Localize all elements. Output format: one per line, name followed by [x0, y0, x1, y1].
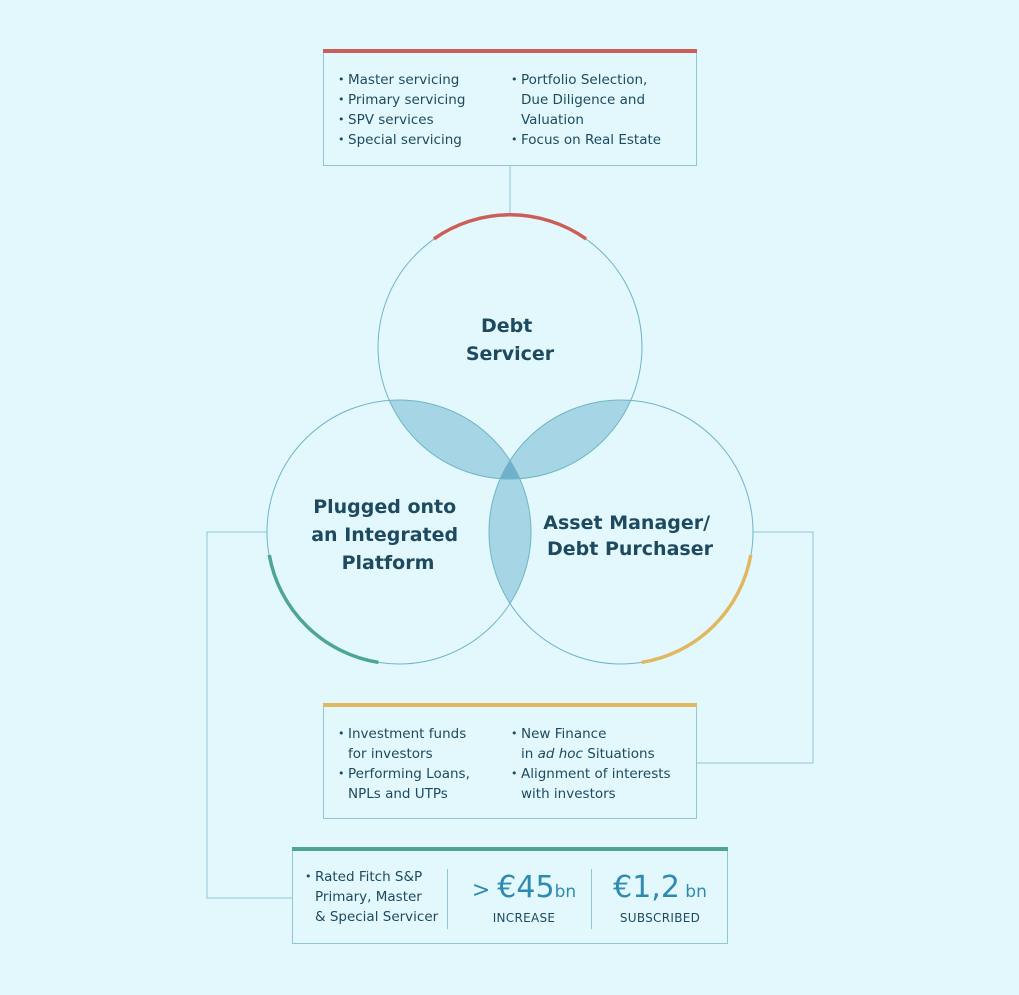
- list-servicing: Master servicing Primary servicing SPV s…: [338, 70, 465, 150]
- connector-lines: [206, 165, 814, 899]
- stat-caption: SUBSCRIBED: [619, 911, 701, 925]
- box-debt-servicer: Master servicing Primary servicing SPV s…: [323, 49, 697, 166]
- list-item: Special servicing: [338, 130, 465, 150]
- divider: [447, 869, 448, 929]
- title-asset-manager: Asset Manager/ Debt Purchaser: [543, 512, 716, 560]
- list-item: Master servicing: [338, 70, 465, 90]
- list-item: New Finance in ad hoc Situations: [511, 724, 671, 764]
- connector-right: [697, 531, 814, 764]
- accent-arc-green: [267, 554, 379, 665]
- stat-caption: INCREASE: [492, 911, 556, 925]
- list-finance: New Finance in ad hoc Situations Alignme…: [511, 724, 671, 804]
- list-item: Rated Fitch S&P Primary, Master & Specia…: [305, 867, 438, 927]
- list-item: SPV services: [338, 110, 465, 130]
- stat-value: €1,2: [613, 870, 680, 905]
- list-item: Performing Loans, NPLs and UTPs: [338, 764, 470, 804]
- list-item: Portfolio Selection, Due Diligence and V…: [511, 70, 661, 130]
- box-integrated-platform: Rated Fitch S&P Primary, Master & Specia…: [292, 847, 728, 944]
- circle-asset-manager: [488, 399, 754, 665]
- accent-arc-yellow: [641, 554, 753, 665]
- divider: [591, 869, 592, 929]
- overlaps: [378, 400, 642, 664]
- stat-subscribed: €1,2 bn SUBSCRIBED: [593, 870, 727, 926]
- accent-arc-red: [432, 213, 588, 241]
- box-accent-bar-green: [292, 847, 728, 851]
- title-debt-servicer: Debt Servicer: [466, 315, 555, 365]
- title-integrated-platform: Plugged onto an Integrated Platform: [311, 496, 465, 574]
- list-portfolio: Portfolio Selection, Due Diligence and V…: [511, 70, 661, 150]
- box-accent-bar-yellow: [323, 703, 697, 707]
- stat-increase: > €45bn INCREASE: [455, 870, 593, 926]
- list-item: Focus on Real Estate: [511, 130, 661, 150]
- box-accent-bar-red: [323, 49, 697, 53]
- stat-value: €45: [497, 870, 555, 905]
- overlap-top-left: [378, 400, 531, 479]
- connector-left: [206, 531, 292, 899]
- overlap-top-right: [489, 400, 642, 479]
- circle-integrated-platform: [266, 399, 532, 665]
- list-item: Investment funds for investors: [338, 724, 470, 764]
- list-item: Primary servicing: [338, 90, 465, 110]
- list-rating: Rated Fitch S&P Primary, Master & Specia…: [305, 867, 438, 927]
- box-asset-manager: Investment funds for investors Performin…: [323, 703, 697, 819]
- list-investment: Investment funds for investors Performin…: [338, 724, 470, 804]
- list-item: Alignment of interests with investors: [511, 764, 671, 804]
